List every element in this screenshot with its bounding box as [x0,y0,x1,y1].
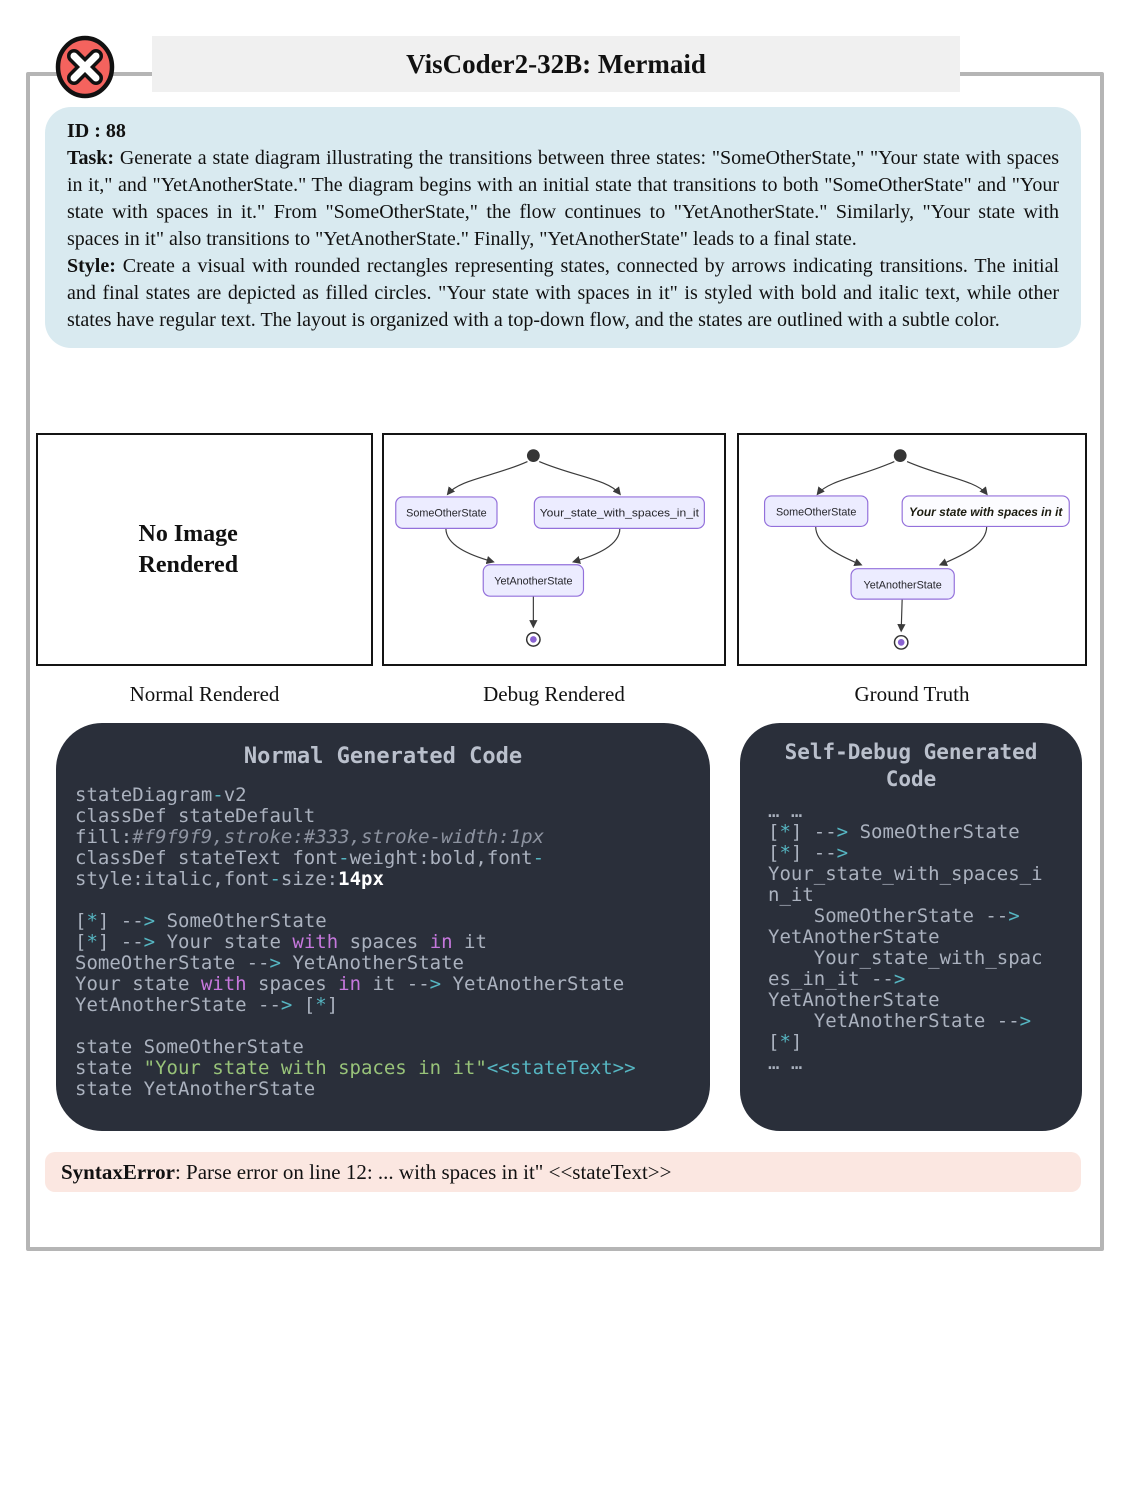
self-debug-code-block: Self-Debug Generated Code … …[*] --> Som… [740,723,1082,1131]
transition-arrow [816,460,895,496]
debug-rendered-panel: SomeOtherState Your_state_with_spaces_in… [382,433,726,666]
state-node [395,496,498,529]
transition-arrow [938,526,988,567]
state-node [482,564,585,597]
style-label: Style: [67,255,116,277]
task-id: ID : 88 [67,120,126,142]
caption-debug-rendered: Debug Rendered [483,682,625,706]
state-node-label: Your state with spaces in it [909,505,1063,519]
transition-arrow [446,460,528,496]
state-node-label: SomeOtherState [406,508,486,520]
task-paragraph: Task: Generate a state diagram illustrat… [67,145,1059,253]
state-node-label: Your_state_with_spaces_in_it [540,508,699,520]
transition-arrow [571,528,621,564]
state-node-styled [901,495,1070,527]
state-node-label: SomeOtherState [776,507,856,519]
ground-truth-panel: SomeOtherState Your state with spaces in… [737,433,1087,666]
caption-normal-rendered: Normal Rendered [129,682,280,706]
task-description-box: ID : 88 Task: Generate a state diagram i… [45,107,1081,348]
self-debug-code-title: Self-Debug Generated Code [784,740,1038,791]
state-node [763,495,869,527]
style-paragraph: Style: Create a visual with rounded rect… [67,253,1059,334]
transition-arrow [815,526,863,567]
debug-state-diagram: SomeOtherState Your_state_with_spaces_in… [395,449,705,647]
state-node-label: YetAnotherState [864,579,942,591]
error-x-icon [55,35,115,99]
initial-state-dot [893,449,907,463]
state-node [850,568,955,600]
caption-ground-truth: Ground Truth [854,682,970,706]
error-label: SyntaxError [61,1159,175,1184]
final-state-inner-dot [530,636,537,643]
page-title: VisCoder2-32B: Mermaid [152,36,960,92]
state-node [533,496,705,529]
ground-truth-state-diagram: SomeOtherState Your state with spaces in… [763,449,1070,650]
task-label: Task: [67,147,115,169]
normal-code-title: Normal Generated Code [243,744,523,769]
style-text: Create a visual with rounded rectangles … [67,255,1060,331]
page-title-text: VisCoder2-32B: Mermaid [406,48,706,79]
no-image-placeholder: No Image Rendered [138,520,239,578]
normal-rendered-panel: No Image Rendered [36,433,373,666]
self-debug-code-listing: … …[*] --> SomeOtherState[*] -->Your_sta… [768,800,1043,1074]
error-message: : Parse error on line 12: ... with space… [174,1159,672,1184]
syntax-error-bar: SyntaxError : Parse error on line 12: ..… [45,1152,1081,1192]
transition-arrow [906,460,988,496]
initial-state-dot [526,449,540,463]
task-text: Generate a state diagram illustrating th… [67,147,1060,250]
transition-arrow [445,528,495,565]
state-node-label: YetAnotherState [494,575,572,587]
transition-arrow [539,460,621,496]
transition-arrow [897,599,906,633]
final-state-inner-dot [897,639,905,646]
